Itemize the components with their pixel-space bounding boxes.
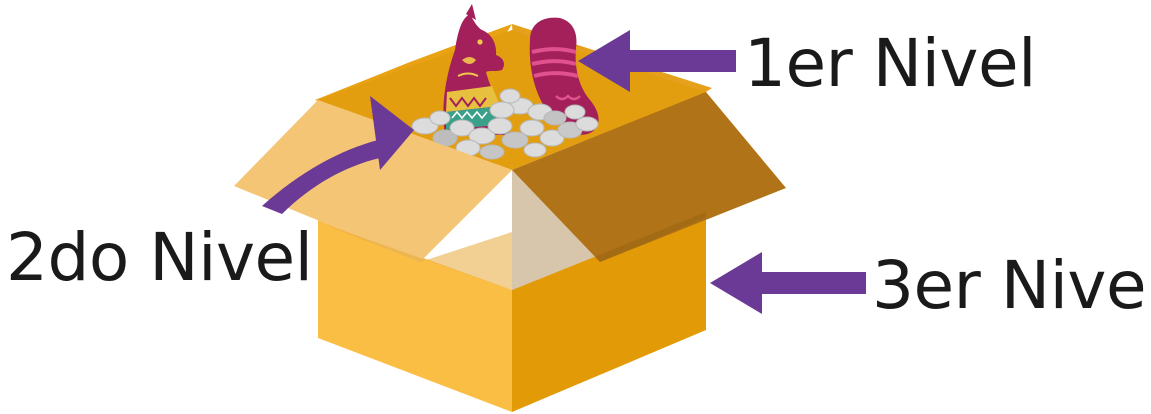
label-level-1: 1er Nivel xyxy=(744,25,1036,102)
label-level-2: 2do Nivel xyxy=(6,219,312,296)
label-level-3: 3er Nivel xyxy=(872,247,1151,324)
arrow-to-level-3-icon xyxy=(710,252,866,314)
